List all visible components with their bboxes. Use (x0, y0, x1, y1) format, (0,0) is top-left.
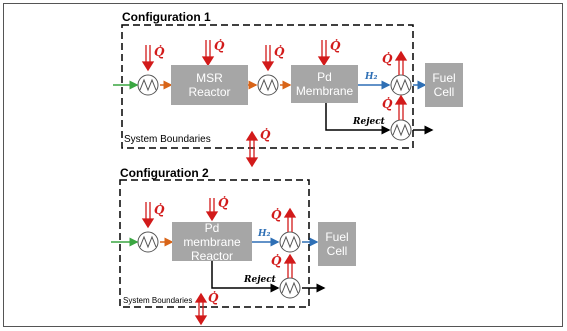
heat-q-label: Q̇ (218, 196, 229, 210)
heat-bidirectional-icon (245, 130, 259, 168)
config2-fuel-cell-box: Fuel Cell (318, 222, 356, 266)
heat-arrow-icon (394, 50, 408, 75)
heat-exchanger-icon (279, 231, 301, 253)
heat-arrow-icon (141, 45, 155, 72)
heat-arrow-icon (283, 207, 297, 232)
pd-membrane-reactor-label-line2: Reactor (190, 248, 234, 263)
msr-reactor-box: MSR Reactor (171, 65, 248, 105)
heat-arrow-icon (317, 40, 331, 67)
pd-membrane-reactor-label-line1: Pd membrane (183, 220, 241, 249)
config1-system-boundary (121, 24, 414, 149)
pd-membrane-label-line2: Membrane (295, 84, 354, 98)
heat-bidirectional-icon (194, 292, 208, 326)
heat-q-label: Q̇ (274, 45, 285, 59)
config1-reject-label: Reject (353, 117, 385, 127)
config1-system-boundaries-label: System Boundaries (124, 134, 211, 145)
config2-system-boundary (119, 179, 310, 308)
config1-fuel-cell-box: Fuel Cell (425, 63, 463, 107)
heat-q-label: Q̇ (154, 45, 165, 59)
config1-reject-stream (325, 102, 391, 135)
config2-system-boundaries-label: System Boundaries (123, 296, 193, 305)
heat-arrow-icon (261, 45, 275, 72)
heat-q-label: Q̇ (330, 39, 341, 53)
config1-h2-label: H₂ (365, 72, 378, 82)
pd-membrane-reactor-box: Pd membrane Reactor (172, 220, 252, 263)
figure-frame (3, 3, 563, 327)
msr-reactor-label: MSR Reactor (188, 71, 231, 99)
heat-arrow-icon (283, 253, 297, 278)
heat-q-label: Q̇ (154, 203, 165, 217)
fuel-cell-label-line1: Fuel (325, 230, 349, 244)
heat-arrow-icon (141, 202, 155, 229)
config2-reject-stream (211, 261, 280, 293)
config1-title: Configuration 1 (122, 10, 211, 24)
heat-exchanger-icon (137, 231, 159, 253)
config2-reject-label: Reject (244, 275, 276, 285)
heat-q-label: Q̇ (271, 208, 282, 222)
pd-membrane-box: Pd Membrane (291, 65, 358, 103)
config2-h2-label: H₂ (258, 229, 271, 239)
fuel-cell-label-line2: Cell (326, 244, 348, 258)
heat-q-label: Q̇ (382, 97, 393, 111)
heat-q-label: Q̇ (208, 291, 219, 305)
heat-q-label: Q̇ (214, 39, 225, 53)
heat-exchanger-icon (257, 74, 279, 96)
fuel-cell-label-line2: Cell (433, 85, 455, 99)
heat-exchanger-icon (390, 119, 412, 141)
heat-arrow-icon (201, 40, 215, 67)
fuel-cell-label-line1: Fuel (432, 71, 456, 85)
heat-exchanger-icon (279, 277, 301, 299)
config2-title: Configuration 2 (120, 166, 209, 180)
heat-exchanger-icon (137, 74, 159, 96)
heat-q-label: Q̇ (260, 128, 271, 142)
heat-q-label: Q̇ (271, 254, 282, 268)
pd-membrane-label-line1: Pd (317, 70, 332, 84)
heat-arrow-icon (394, 94, 408, 120)
heat-q-label: Q̇ (382, 52, 393, 66)
heat-exchanger-icon (390, 74, 412, 96)
heat-arrow-icon (205, 198, 219, 222)
